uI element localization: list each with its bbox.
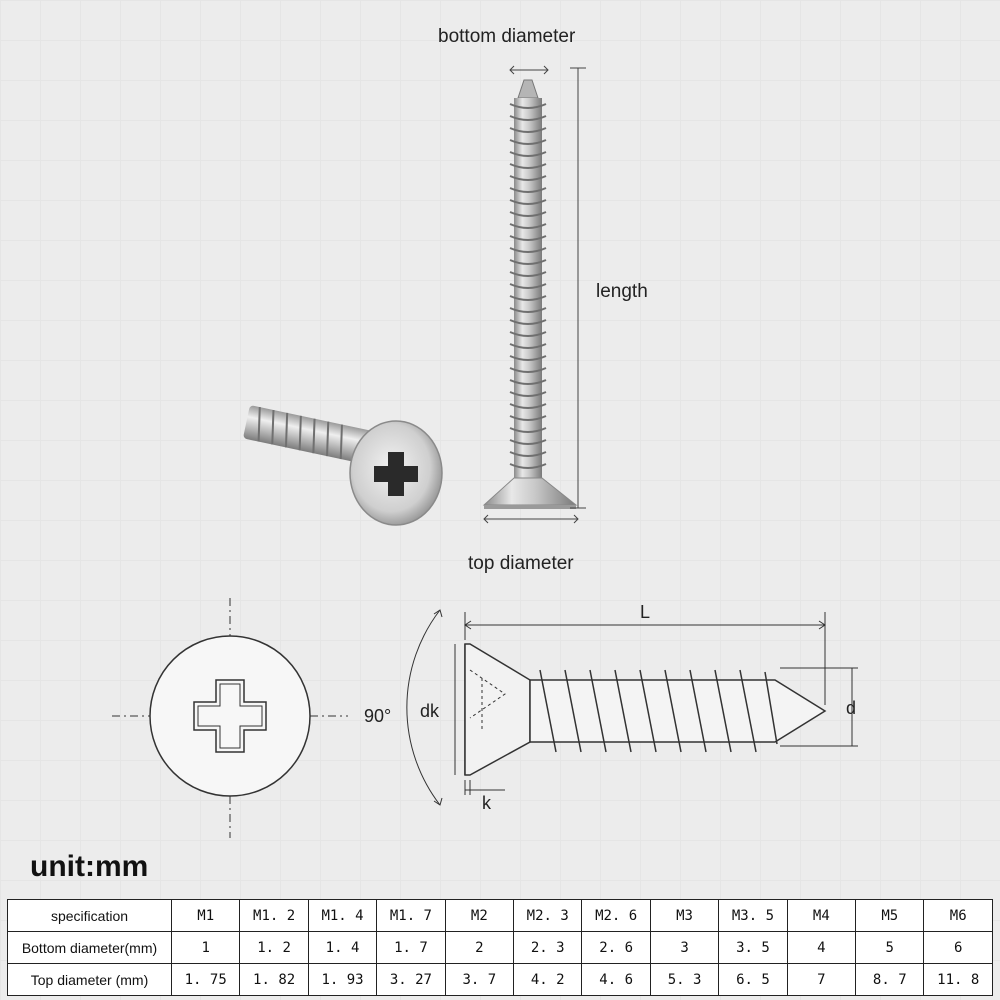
- table-cell: 6: [923, 931, 993, 964]
- thread-line: [509, 451, 547, 457]
- table-cell: 1. 4: [307, 931, 378, 964]
- table-row: Top diameter (mm) 1. 75 1. 82 1. 93 3. 2…: [7, 963, 993, 996]
- table-cell: 1. 75: [170, 963, 241, 996]
- thread-line: [509, 211, 547, 217]
- thread-line: [509, 151, 547, 157]
- thread-line: [509, 139, 547, 145]
- long-screw-dimensions: [483, 65, 586, 524]
- table-cell: 1. 93: [307, 963, 378, 996]
- thread-line: [509, 439, 547, 445]
- header-cell: M3: [649, 899, 720, 932]
- thread-line: [509, 307, 547, 313]
- thread-line: [509, 175, 547, 181]
- long-screw-photo: [482, 79, 578, 509]
- dimension-dk-label: dk: [420, 701, 440, 721]
- dimension-d-label: d: [846, 698, 857, 718]
- table-cell: 5: [855, 931, 925, 964]
- thread-line: [509, 103, 547, 109]
- thread-line: [509, 235, 547, 241]
- table-cell: 1. 7: [376, 931, 446, 964]
- table-cell: 1. 82: [239, 963, 309, 996]
- thread-line: [509, 355, 547, 361]
- header-cell: M2. 3: [513, 899, 583, 932]
- thread-line: [509, 127, 547, 133]
- specification-table: specification M1 M1. 2 M1. 4 M1. 7 M2 M2…: [7, 899, 993, 996]
- table-cell: 7: [786, 963, 857, 996]
- table-cell: 5. 3: [649, 963, 720, 996]
- thread-line: [509, 223, 547, 229]
- table-cell: 2: [444, 931, 515, 964]
- dimension-k-label: k: [482, 793, 491, 813]
- table-cell: 4. 6: [581, 963, 651, 996]
- header-cell: M5: [855, 899, 925, 932]
- header-cell: M6: [923, 899, 993, 932]
- unit-label: unit:mm: [30, 850, 149, 883]
- thread-line: [509, 115, 547, 121]
- thread-line: [509, 283, 547, 289]
- bottom-diameter-label: bottom diameter: [438, 26, 576, 47]
- angle-label: 90°: [364, 706, 392, 726]
- table-cell: 2. 6: [581, 931, 651, 964]
- dimension-L-label: L: [640, 602, 651, 622]
- header-cell: M1. 4: [307, 899, 378, 932]
- header-cell: M4: [786, 899, 857, 932]
- header-cell: M2. 6: [581, 899, 651, 932]
- header-cell: specification: [7, 899, 172, 932]
- table-cell: 3. 27: [376, 963, 446, 996]
- table-cell: 1: [170, 931, 241, 964]
- thread-line: [509, 331, 547, 337]
- thread-line: [509, 295, 547, 301]
- thread-line: [509, 187, 547, 193]
- short-screw-photo: [243, 405, 387, 467]
- header-cell: M3. 5: [718, 899, 788, 932]
- table-cell: 3. 7: [444, 963, 515, 996]
- table-cell: 6. 5: [718, 963, 788, 996]
- top-diameter-label: top diameter: [468, 553, 574, 574]
- short-screw-head: [349, 420, 443, 526]
- header-cell: M1: [170, 899, 241, 932]
- table-cell: 3. 5: [718, 931, 788, 964]
- table-row: Bottom diameter(mm) 1 1. 2 1. 4 1. 7 2 2…: [7, 931, 993, 964]
- table-cell: 1. 2: [239, 931, 309, 964]
- thread-line: [509, 403, 547, 409]
- row-label: Bottom diameter(mm): [7, 931, 172, 964]
- thread-line: [509, 367, 547, 373]
- side-technical-drawing: [406, 609, 858, 806]
- thread-line: [509, 391, 547, 397]
- table-cell: 3: [649, 931, 720, 964]
- table-cell: 11. 8: [923, 963, 993, 996]
- length-label: length: [596, 281, 648, 302]
- thread-line: [509, 259, 547, 265]
- thread-line: [509, 463, 547, 469]
- header-cell: M1. 2: [239, 899, 309, 932]
- thread-line: [509, 343, 547, 349]
- table-cell: 4. 2: [513, 963, 583, 996]
- head-front-view: [112, 598, 348, 838]
- table-cell: 2. 3: [513, 931, 583, 964]
- table-cell: 8. 7: [855, 963, 925, 996]
- thread-line: [509, 271, 547, 277]
- header-cell: M1. 7: [376, 899, 446, 932]
- thread-line: [509, 379, 547, 385]
- row-label: Top diameter (mm): [7, 963, 172, 996]
- thread-line: [509, 319, 547, 325]
- thread-line: [509, 163, 547, 169]
- thread-line: [509, 199, 547, 205]
- thread-line: [509, 415, 547, 421]
- thread-line: [509, 247, 547, 253]
- table-header-row: specification M1 M1. 2 M1. 4 M1. 7 M2 M2…: [7, 899, 993, 932]
- table-cell: 4: [786, 931, 857, 964]
- header-cell: M2: [444, 899, 515, 932]
- thread-line: [509, 427, 547, 433]
